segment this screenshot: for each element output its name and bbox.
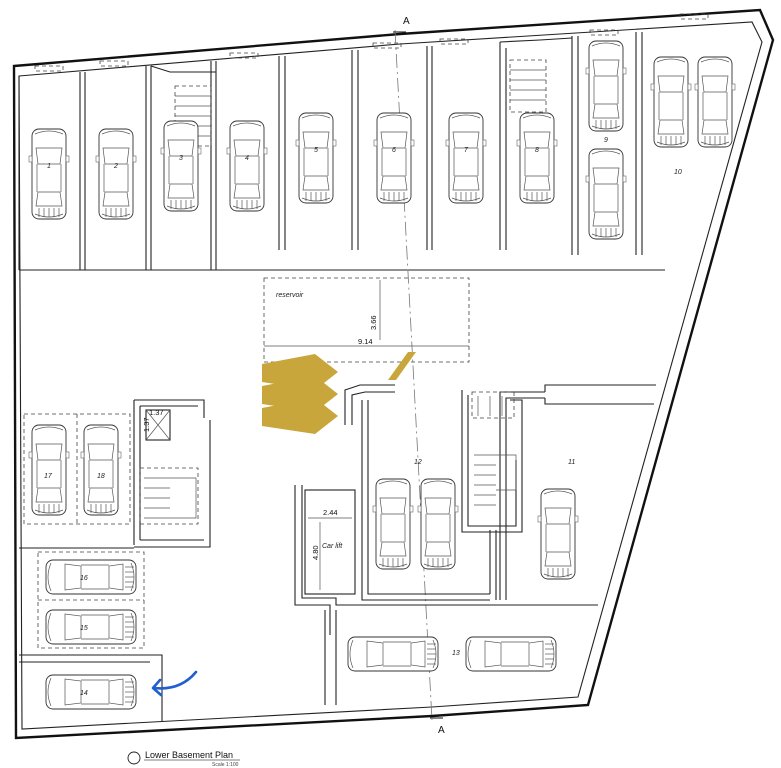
car-bay-10b [694, 56, 736, 148]
section-marker-bottom: A [438, 725, 445, 736]
car-bay-7 [445, 112, 487, 204]
car-bay-13b [465, 636, 557, 672]
stair-core-right [461, 390, 523, 533]
wall-vents [34, 13, 709, 72]
car-bay-12a [372, 478, 414, 570]
car-bay-14 [45, 674, 137, 710]
stair-bay-8 [509, 59, 547, 113]
ramp-chevrons [262, 352, 416, 434]
car-lift-depth-dim: 4.80 [311, 545, 320, 560]
car-bay-10a [650, 56, 692, 148]
bay-label-16: 16 [80, 575, 88, 582]
car-bay-16 [45, 559, 137, 595]
car-bay-6 [373, 112, 415, 204]
lift-width-dim: 1.37 [149, 408, 164, 417]
bay-label-11: 11 [568, 459, 575, 466]
section-marker-top: A [403, 16, 410, 27]
bay-label-10: 10 [674, 169, 682, 176]
car-bay-13a [347, 636, 439, 672]
bay-label-8: 8 [535, 147, 539, 154]
bay-label-18: 18 [97, 473, 105, 480]
car-bay-18 [80, 424, 122, 516]
parked-cars-top [28, 40, 736, 240]
left-area-walls [19, 413, 163, 722]
bay-label-14: 14 [80, 690, 88, 697]
stair-core-left [133, 399, 211, 548]
lift-depth-dim: 1.37 [142, 417, 151, 432]
outer-wall [12, 8, 775, 740]
bay-label-4: 4 [245, 155, 249, 162]
car-bay-5 [295, 112, 337, 204]
car-bay-2 [95, 128, 137, 220]
annotation-arrow [151, 670, 198, 697]
bay-label-9: 9 [604, 137, 608, 144]
title-block [127, 751, 240, 765]
car-bay-8 [516, 112, 558, 204]
plan-scale: Scale 1:100 [212, 762, 239, 768]
bay-label-5: 5 [314, 147, 318, 154]
car-bay-3 [160, 120, 202, 212]
plan-title: Lower Basement Plan [145, 750, 233, 760]
bay-label-17: 17 [44, 473, 53, 480]
reservoir-label: reservoir [276, 292, 304, 299]
bay-label-15: 15 [80, 625, 88, 632]
car-lift-label: Car lift [322, 543, 343, 550]
car-bay-9b [585, 148, 627, 240]
car-bay-11 [537, 488, 579, 580]
bay-label-3: 3 [179, 155, 183, 162]
reservoir-width-dim: 9.14 [358, 337, 373, 346]
inner-wall [18, 21, 763, 730]
car-bay-9a [585, 40, 627, 132]
bay-label-1: 1 [47, 163, 51, 170]
car-bay-17 [28, 424, 70, 516]
car-bay-15 [45, 609, 137, 645]
reservoir-depth-dim: 3.66 [369, 315, 378, 330]
car-bay-12b [417, 478, 459, 570]
reservoir [263, 277, 470, 363]
bay-label-7: 7 [464, 147, 469, 154]
bay-label-2: 2 [113, 163, 118, 170]
car-bay-4 [226, 120, 268, 212]
car-lift-width-dim: 2.44 [323, 508, 338, 517]
bay-label-6: 6 [392, 147, 396, 154]
top-bay-walls [18, 32, 665, 271]
bay-label-13: 13 [452, 650, 460, 657]
middle-walls [294, 384, 656, 705]
car-bay-1 [28, 128, 70, 220]
bay-label-12: 12 [414, 459, 422, 466]
